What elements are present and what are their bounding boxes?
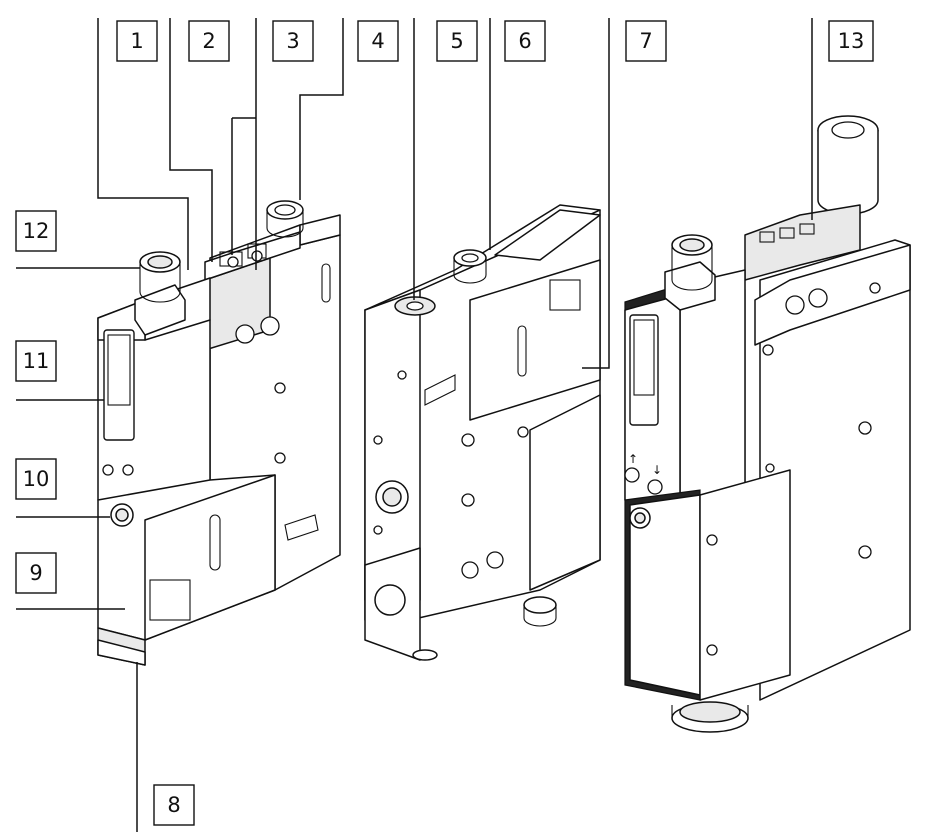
callout-3-label: 3 <box>286 29 299 53</box>
middle-vacuum-generator <box>364 204 601 661</box>
callout-5-label: 5 <box>450 29 463 53</box>
callout-4-label: 4 <box>371 29 384 53</box>
callout-4: 4 <box>357 20 399 62</box>
callout-9-label: 9 <box>29 561 42 585</box>
callout-2-label: 2 <box>202 29 215 53</box>
callout-10: 10 <box>15 458 57 500</box>
callout-8: 8 <box>153 784 195 826</box>
arrow-up-symbol: ↑ <box>628 452 638 466</box>
callout-9: 9 <box>15 552 57 594</box>
left-vacuum-generator <box>97 200 341 666</box>
callout-7: 7 <box>625 20 667 62</box>
callout-2: 2 <box>188 20 230 62</box>
callout-7-label: 7 <box>639 29 652 53</box>
callout-6-label: 6 <box>518 29 531 53</box>
callout-1: 1 <box>116 20 158 62</box>
callout-5: 5 <box>436 20 478 62</box>
callout-12-label: 12 <box>23 219 50 243</box>
right-vacuum-generator: ↑ ↓ <box>624 115 911 733</box>
callout-12: 12 <box>15 210 57 252</box>
callout-3: 3 <box>272 20 314 62</box>
callout-13-label: 13 <box>838 29 865 53</box>
callout-8-label: 8 <box>167 793 180 817</box>
arrow-down-symbol: ↓ <box>652 463 662 477</box>
callouts: 1 2 3 4 5 6 7 13 <box>15 20 874 826</box>
callout-11: 11 <box>15 340 57 382</box>
leader-lines <box>16 18 813 832</box>
callout-11-label: 11 <box>23 349 50 373</box>
callout-6: 6 <box>504 20 546 62</box>
callout-10-label: 10 <box>23 467 50 491</box>
callout-13: 13 <box>828 20 874 62</box>
callout-1-label: 1 <box>130 29 143 53</box>
